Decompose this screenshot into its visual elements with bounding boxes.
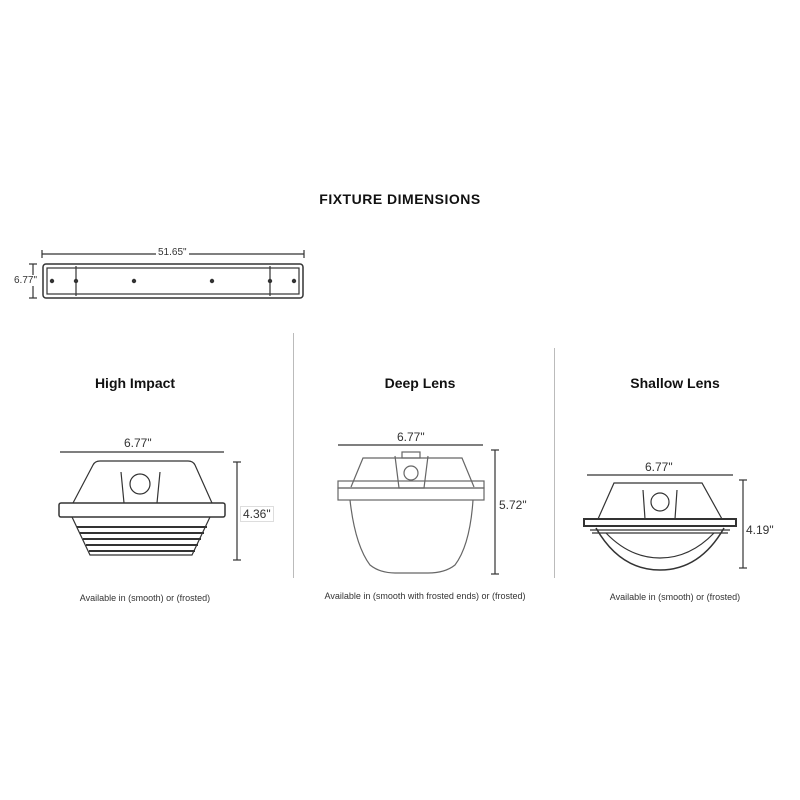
divider [554, 348, 555, 578]
caption: Available in (smooth) or (frosted) [79, 593, 211, 603]
caption: Available in (smooth) or (frosted) [609, 592, 741, 602]
height-dimension: 4.19" [744, 523, 776, 537]
width-dimension: 6.77" [12, 275, 40, 286]
width-dimension: 6.77" [122, 436, 154, 450]
caption: Available in (smooth with frosted ends) … [324, 591, 526, 601]
length-dimension: 51.65" [156, 247, 189, 258]
divider [293, 333, 294, 578]
section-title-deep-lens: Deep Lens [384, 375, 456, 391]
section-title-high-impact: High Impact [94, 375, 176, 391]
height-dimension: 4.36" [240, 506, 274, 522]
width-dimension: 6.77" [395, 430, 427, 444]
section-title-shallow-lens: Shallow Lens [630, 375, 720, 391]
width-dimension: 6.77" [643, 460, 675, 474]
page-title: FIXTURE DIMENSIONS [319, 191, 481, 207]
height-dimension: 5.72" [497, 498, 529, 512]
